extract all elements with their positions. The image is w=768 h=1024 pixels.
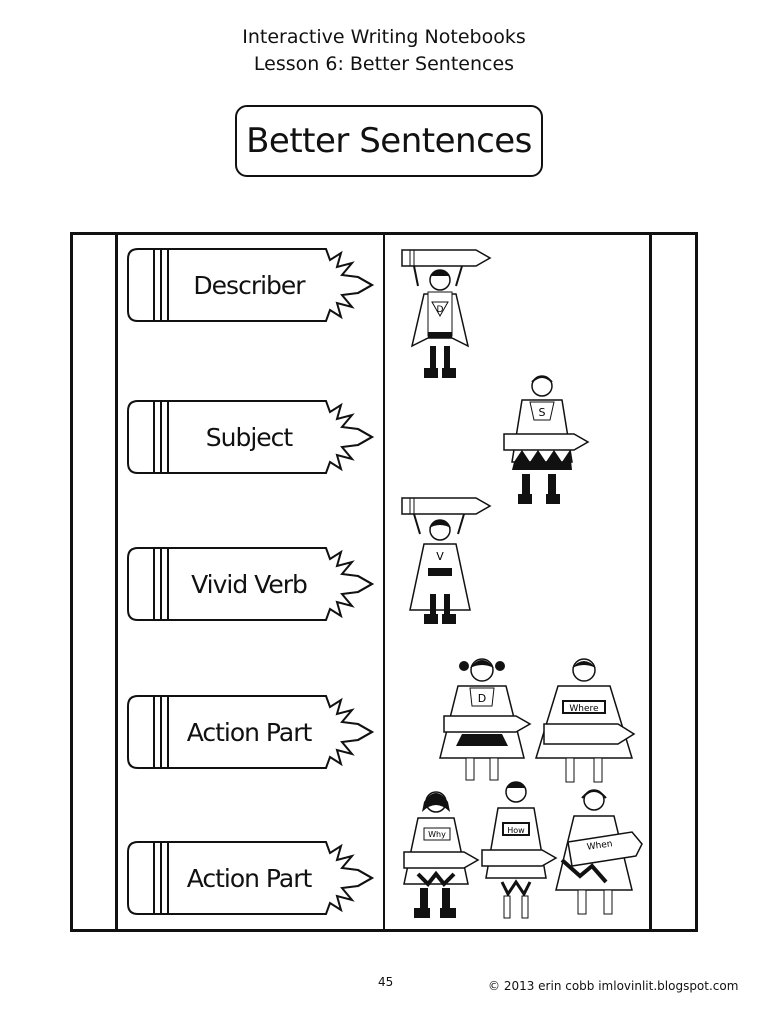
superhero-how-illustration: How [481,781,558,919]
pencil-icon [127,400,375,474]
hero-chest-word: Why [428,830,446,839]
superhero-subject-illustration: S [503,375,590,504]
pencil-icon [127,248,375,322]
pencil-describer: Describer [126,247,376,323]
page-title-text: Better Sentences [246,121,532,161]
superhero-vivid-verb-illustration: V [401,497,492,624]
page-title: Better Sentences [235,105,543,177]
pencil-icon [127,695,375,769]
copyright-footer: © 2013 erin cobb imlovinlit.blogspot.com [488,979,739,993]
pencil-label: Describer [193,270,305,300]
header-line-1: Interactive Writing Notebooks [242,26,526,48]
hero-chest-letter: D [478,692,486,705]
superhero-action-girl-illustration: D [439,658,532,781]
pencil-action-part-2: Action Part [126,840,376,916]
pencil-label: Subject [205,422,293,452]
hero-chest-word: When [586,839,613,853]
pencil-label: Vivid Verb [191,569,308,599]
hero-chest-letter: S [539,406,546,419]
superhero-when-illustration: When [555,789,643,915]
frame-center-divider [383,232,385,932]
pencil-icon [127,547,375,621]
frame-right-divider [649,232,652,932]
superhero-why-illustration: Why [403,791,480,918]
pencil-vivid-verb: Vivid Verb [126,546,376,622]
pencil-label: Action Part [186,863,313,893]
pencil-action-part-1: Action Part [126,694,376,770]
page-number: 45 [378,975,394,989]
pencil-label: Action Part [186,717,313,747]
hero-chest-word: Where [569,704,599,714]
pencil-subject: Subject [126,399,376,475]
pencil-icon [127,841,375,915]
hero-chest-letter: V [436,550,444,563]
frame-left-divider [115,232,118,932]
superhero-where-illustration: Where [534,658,636,783]
header-line-2: Lesson 6: Better Sentences [253,53,515,75]
hero-chest-word: How [507,826,525,835]
hero-chest-letter: D [437,305,444,315]
superhero-describer-illustration: D [401,249,492,378]
